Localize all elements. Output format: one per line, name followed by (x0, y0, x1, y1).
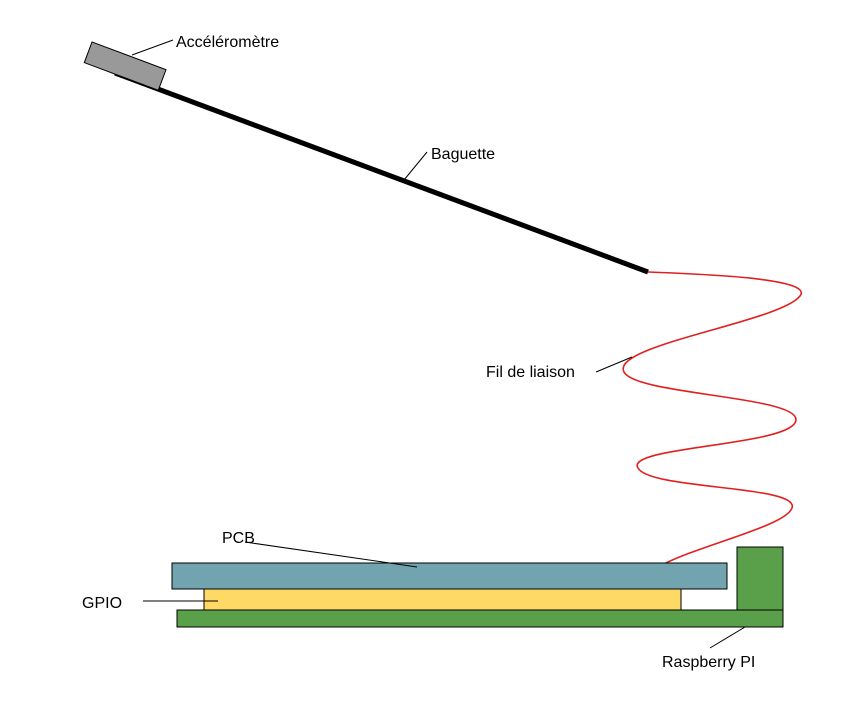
pcb-board (171, 562, 728, 590)
pcb-leader (244, 541, 418, 568)
connection-wire (622, 271, 803, 566)
accelerometer-label: Accéléromètre (176, 34, 279, 51)
wand-stick (114, 70, 649, 275)
wire-leader (595, 356, 633, 373)
gpio-header (203, 588, 682, 611)
raspberry-pi-board (176, 609, 784, 628)
wand-leader (403, 151, 428, 181)
raspberry-pi-connector (736, 546, 784, 611)
pcb-label: PCB (222, 530, 255, 547)
accelerometer-box (83, 41, 167, 91)
gpio-label: GPIO (82, 595, 122, 612)
wand-label: Baguette (431, 146, 495, 163)
raspberry-pi-label: Raspberry PI (662, 654, 755, 671)
wire-label: Fil de liaison (486, 364, 575, 381)
accelerometer-leader (131, 39, 174, 56)
raspberry-leader (709, 626, 746, 649)
